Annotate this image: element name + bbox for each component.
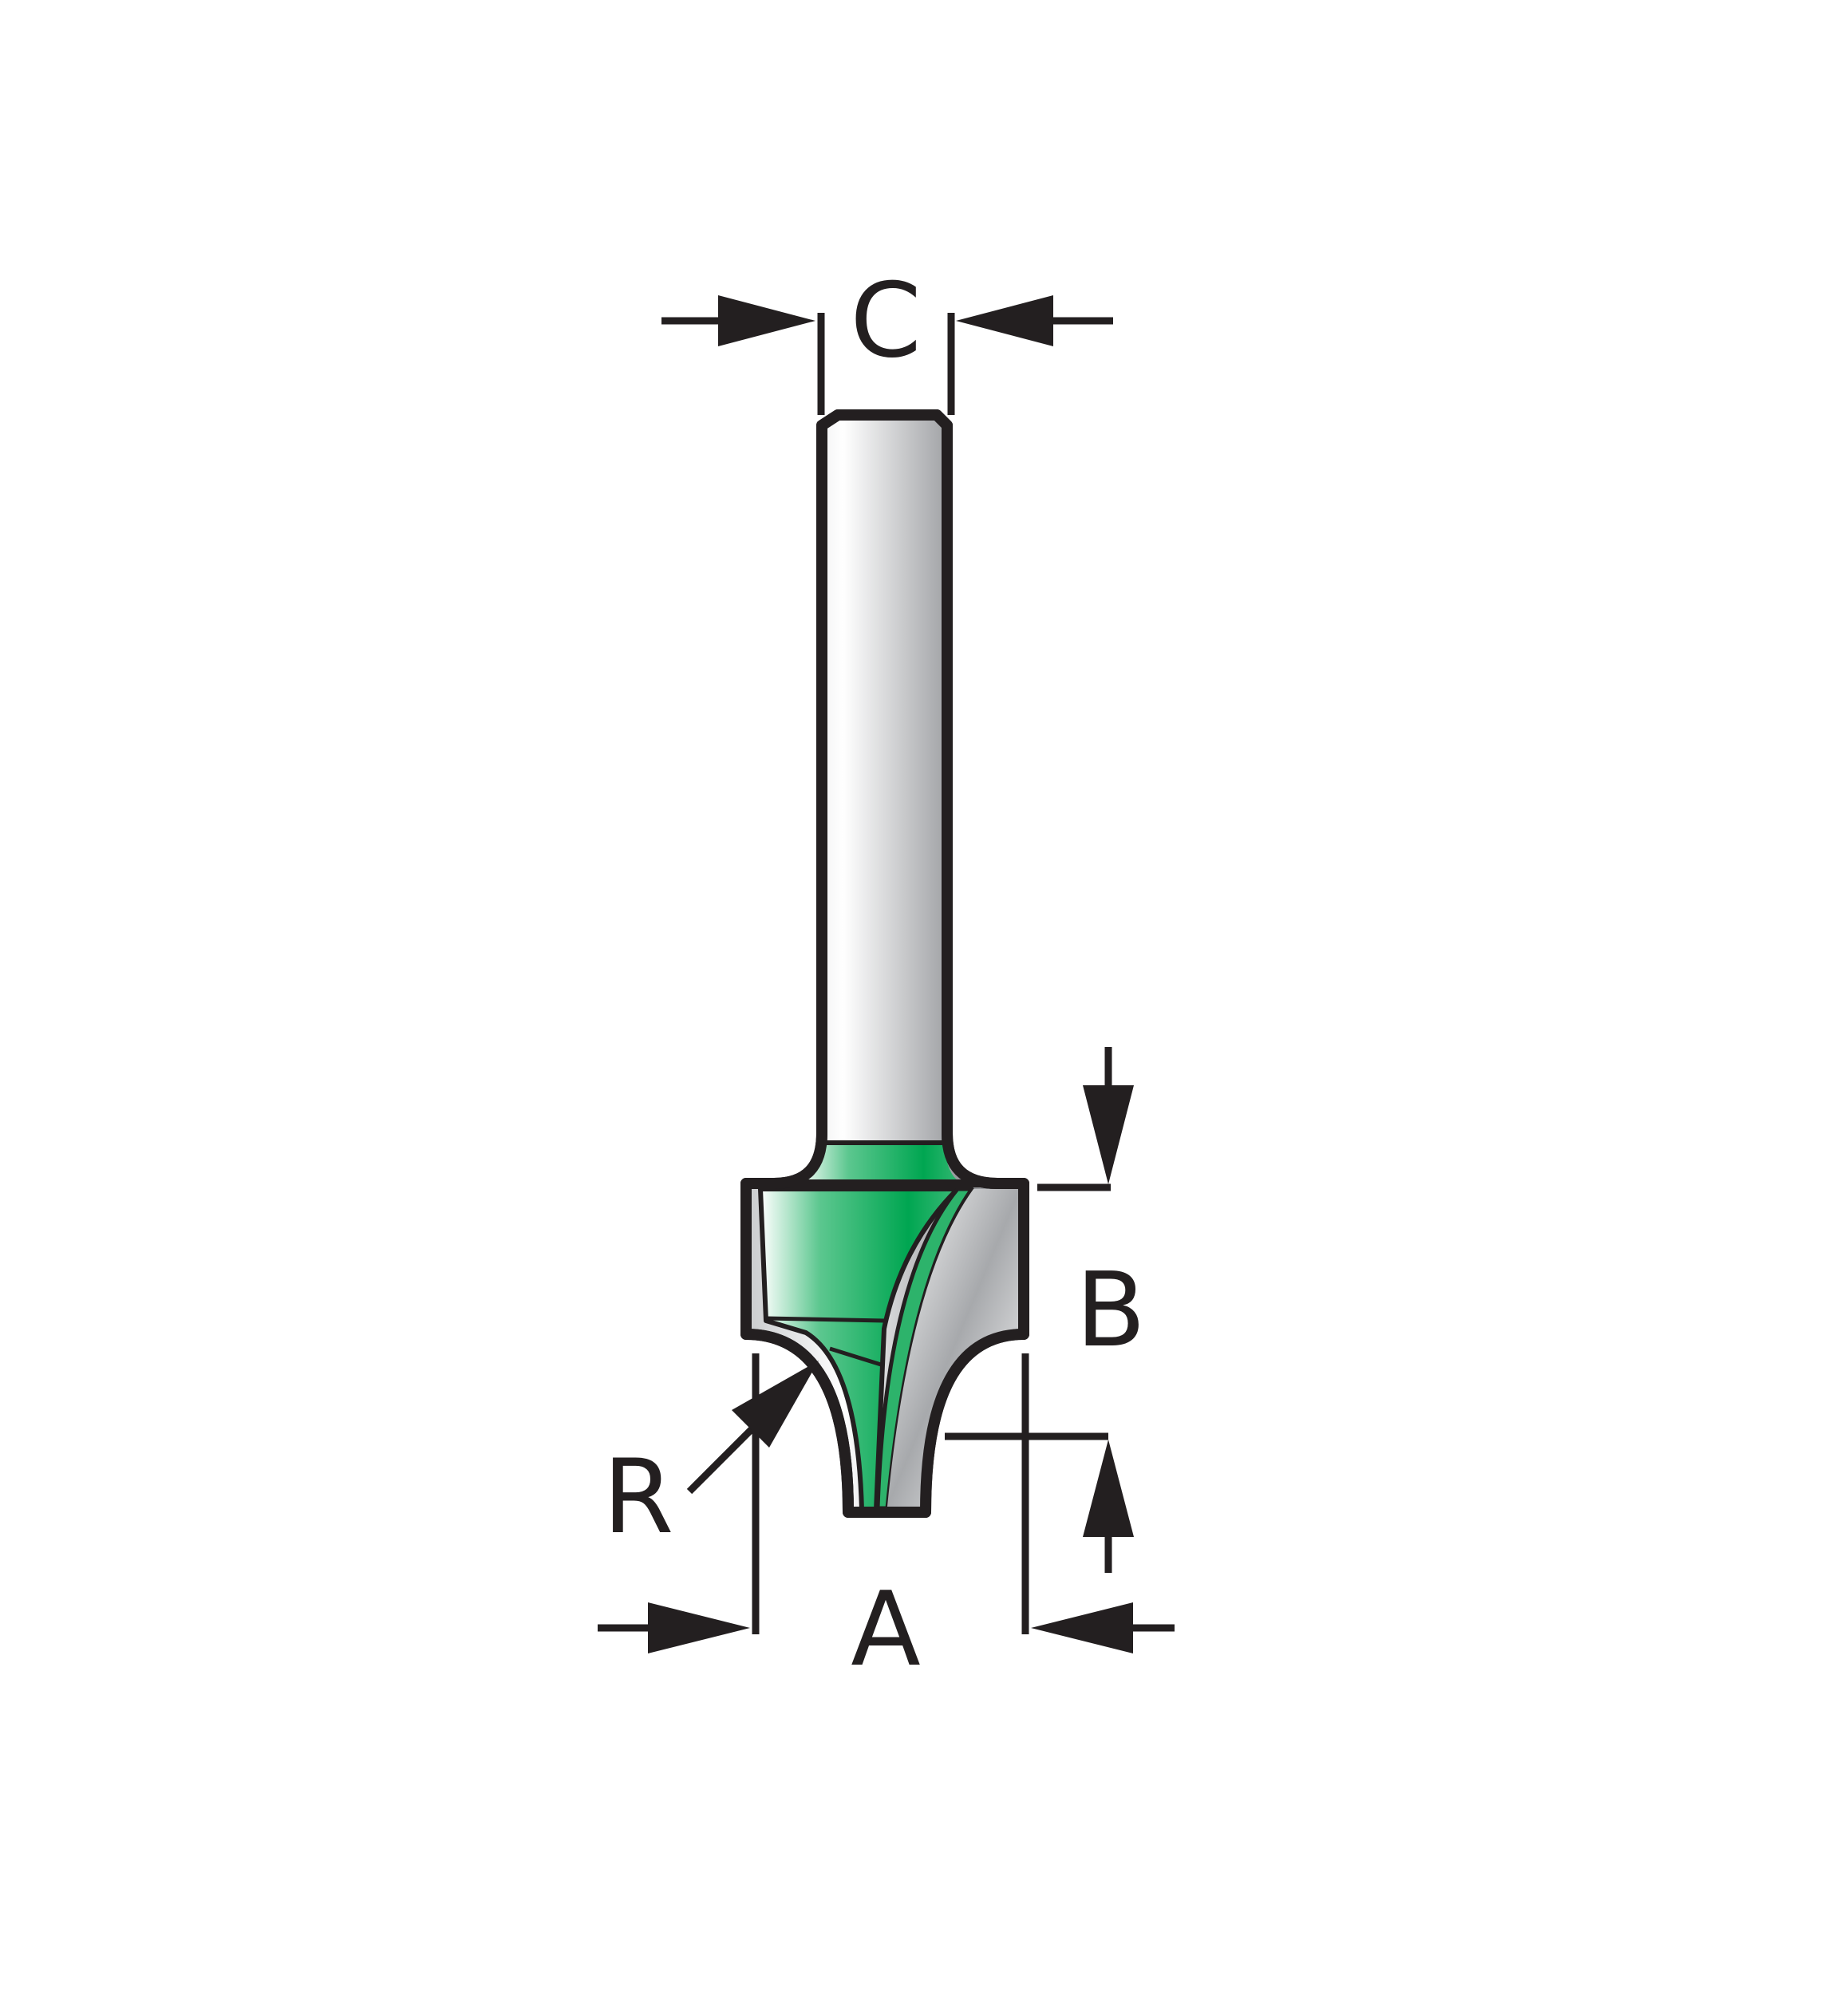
label-c: C xyxy=(850,262,921,381)
label-b: B xyxy=(1076,1251,1146,1370)
arrow-left-icon xyxy=(956,295,1053,346)
neck-green xyxy=(798,1143,965,1183)
dimension-a xyxy=(598,1353,1175,1653)
arrow-up-icon xyxy=(1083,1440,1134,1537)
label-r: R xyxy=(603,1438,674,1557)
steel-flank xyxy=(887,1189,1020,1507)
arrow-right-icon xyxy=(718,295,815,346)
arrow-down-icon xyxy=(1083,1085,1134,1184)
arrow-left-icon xyxy=(1031,1602,1133,1653)
dimension-c xyxy=(661,295,1113,415)
label-a: A xyxy=(851,1570,921,1689)
dimension-r xyxy=(686,1361,819,1495)
arrow-right-icon xyxy=(648,1602,750,1653)
arrow-diagonal-icon xyxy=(732,1361,819,1448)
router-bit xyxy=(740,409,1029,1518)
dimension-b xyxy=(945,1047,1134,1573)
